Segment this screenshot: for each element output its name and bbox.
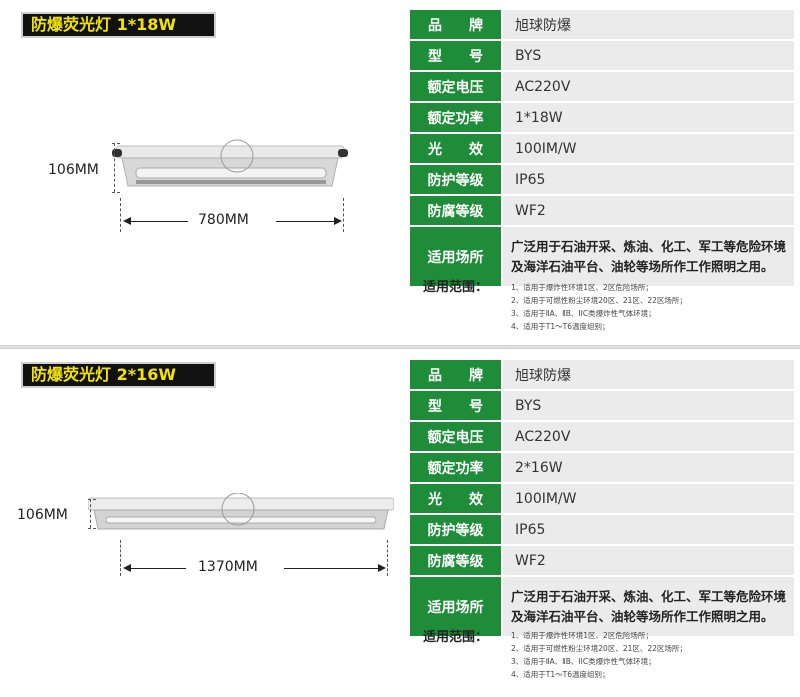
list-item: 4、适用于T1～T6温度组别； [511,322,610,331]
range-title: 适用范围： [423,630,489,645]
spec-label: 额定电压 [410,422,501,451]
dimension-guide [120,540,121,576]
dimension-line [129,221,188,222]
spec-row-protection: 防护等级 IP65 [410,165,794,194]
spec-label: 型号 [410,41,501,70]
spec-value: BYS [503,41,794,70]
dimension-line [284,568,378,569]
spec-row-application: 适用场所 广泛用于石油开采、炼油、化工、军工等危险环境及海洋石油平台、油轮等场所… [410,227,794,286]
spec-value: IP65 [503,515,794,544]
range-list: 1、适用于爆炸性环境1区、2区危险场所； 2、适用于可燃性粉尘环境20区、21区… [511,281,687,333]
spec-row-model: 型号 BYS [410,391,794,420]
list-item: 1、适用于爆炸性环境1区、2区危险场所； [511,283,653,292]
dimension-guide [88,499,96,500]
height-dimension: 106MM [48,162,99,178]
spec-row-brand: 品牌 旭球防爆 [410,360,794,389]
list-item: 3、适用于ⅡA、ⅡB、IIC类爆炸性气体环境； [511,657,656,666]
dimension-guide [120,198,121,232]
spec-value: AC220V [503,72,794,101]
list-item: 2、适用于可燃性粉尘环境20区、21区、22区场所； [511,644,687,653]
product-title: 防爆荧光灯 1*18W [21,12,216,38]
spec-label: 额定功率 [410,103,501,132]
spec-label: 品牌 [410,360,501,389]
spec-row-efficacy: 光效 100IM/W [410,134,794,163]
spec-value: 广泛用于石油开采、炼油、化工、军工等危险环境及海洋石油平台、油轮等场所作工作照明… [503,227,794,286]
spec-value: 100IM/W [503,484,794,513]
spec-value: WF2 [503,546,794,575]
dimension-guide [387,540,388,576]
spec-label: 适用场所 [410,577,501,636]
length-dimension: 780MM [198,212,249,228]
dimension-line [276,221,334,222]
spec-row-anticorrosion: 防腐等级 WF2 [410,196,794,225]
list-item: 2、适用于可燃性粉尘环境20区、21区、22区场所； [511,296,687,305]
spec-value: 1*18W [503,103,794,132]
lamp-image [88,493,394,530]
list-item: 4、适用于T1～T6温度组别； [511,670,610,679]
arrow-right-icon [378,564,386,572]
spec-value: WF2 [503,196,794,225]
section-divider [0,345,800,349]
spec-row-efficacy: 光效 100IM/W [410,484,794,513]
spec-value: 旭球防爆 [503,360,794,389]
spec-table: 品牌 旭球防爆 型号 BYS 额定电压 AC220V 额定功率 1*18W 光效… [410,10,794,288]
spec-label: 光效 [410,484,501,513]
range-title: 适用范围： [423,280,489,295]
range-list: 1、适用于爆炸性环境1区、2区危险场所； 2、适用于可燃性粉尘环境20区、21区… [511,629,687,681]
spec-row-application: 适用场所 广泛用于石油开采、炼油、化工、军工等危险环境及海洋石油平台、油轮等场所… [410,577,794,636]
spec-label: 防护等级 [410,165,501,194]
spec-row-voltage: 额定电压 AC220V [410,422,794,451]
spec-value: BYS [503,391,794,420]
spec-value: 100IM/W [503,134,794,163]
spec-label: 型号 [410,391,501,420]
dimension-guide [90,499,91,528]
arrow-left-icon [123,217,131,225]
spec-label: 额定功率 [410,453,501,482]
dimension-guide [112,192,120,193]
dimension-guide [114,143,115,192]
spec-label: 适用场所 [410,227,501,286]
dimension-line [129,568,186,569]
spec-row-protection: 防护等级 IP65 [410,515,794,544]
spec-row-voltage: 额定电压 AC220V [410,72,794,101]
spec-row-brand: 品牌 旭球防爆 [410,10,794,39]
spec-table: 品牌 旭球防爆 型号 BYS 额定电压 AC220V 额定功率 2*16W 光效… [410,360,794,638]
list-item: 1、适用于爆炸性环境1区、2区危险场所； [511,631,653,640]
spec-label: 品牌 [410,10,501,39]
spec-value: 旭球防爆 [503,10,794,39]
spec-row-anticorrosion: 防腐等级 WF2 [410,546,794,575]
spec-label: 防护等级 [410,515,501,544]
lamp-image [112,139,348,187]
spec-value: 2*16W [503,453,794,482]
dimension-guide [88,528,96,529]
spec-label: 防腐等级 [410,546,501,575]
list-item: 3、适用于ⅡA、ⅡB、IIC类爆炸性气体环境； [511,309,656,318]
height-dimension: 106MM [17,507,68,523]
spec-row-power: 额定功率 1*18W [410,103,794,132]
spec-row-model: 型号 BYS [410,41,794,70]
arrow-left-icon [123,564,131,572]
dimension-guide [112,143,120,144]
length-dimension: 1370MM [198,559,258,575]
dimension-guide [343,198,344,232]
spec-row-power: 额定功率 2*16W [410,453,794,482]
spec-label: 光效 [410,134,501,163]
spec-label: 防腐等级 [410,196,501,225]
product-section-2: 防爆荧光灯 2*16W 106MM 1370MM 品牌 旭球防爆 型号 BYS … [0,350,800,697]
product-section-1: 防爆荧光灯 1*18W 106MM 780MM 品牌 旭球防爆 型号 BYS 额… [0,0,800,345]
product-title: 防爆荧光灯 2*16W [21,362,216,388]
spec-value: IP65 [503,165,794,194]
spec-value: 广泛用于石油开采、炼油、化工、军工等危险环境及海洋石油平台、油轮等场所作工作照明… [503,577,794,636]
arrow-right-icon [334,217,342,225]
spec-label: 额定电压 [410,72,501,101]
spec-value: AC220V [503,422,794,451]
